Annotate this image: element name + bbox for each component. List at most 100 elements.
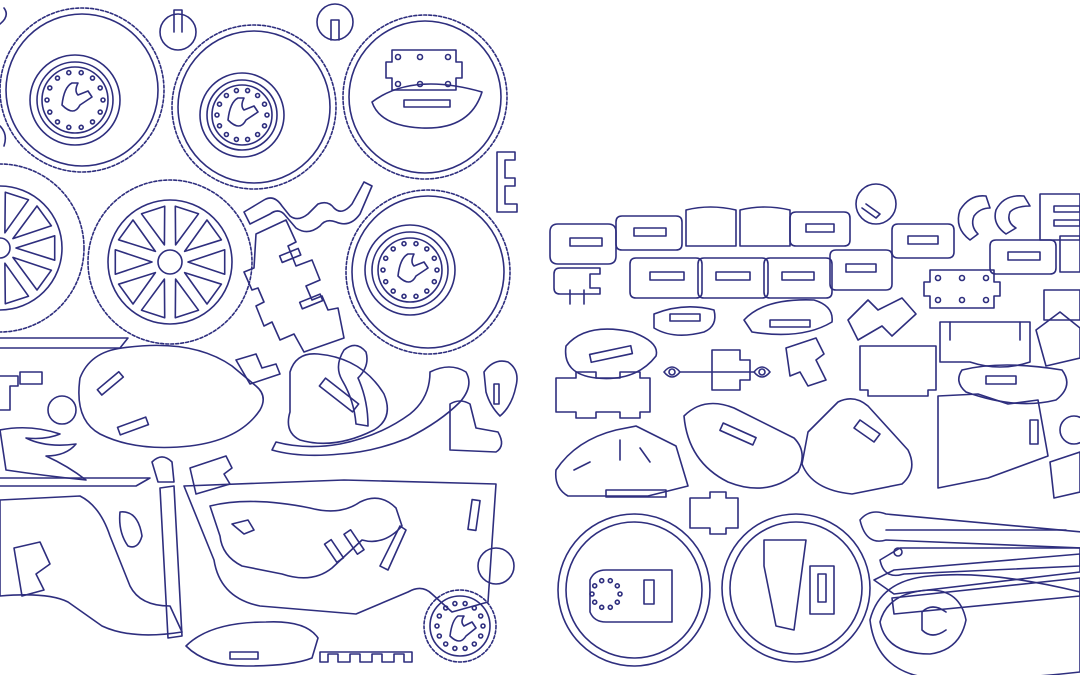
spoke-cutout [183, 219, 223, 253]
bolt-hole [452, 645, 458, 652]
gun-piece [785, 337, 827, 387]
bolt-hole [401, 293, 407, 300]
bolt-hole [382, 255, 389, 262]
bolt-hole [223, 131, 230, 138]
bolt-hole [614, 599, 621, 606]
bolt-hole [216, 123, 223, 129]
bolt-hole [254, 131, 261, 138]
blade-row [653, 297, 1080, 368]
bolt-hole [401, 240, 407, 247]
gear-small [689, 491, 739, 535]
block-piece [859, 345, 937, 397]
bolt-hole [598, 577, 605, 584]
bolt-hole [261, 101, 268, 107]
drive-belt [869, 573, 1080, 675]
small-bracket [711, 349, 751, 391]
scrap-left-1 [0, 7, 8, 25]
bolt-hole [54, 75, 61, 81]
spoke-cutout [117, 271, 157, 305]
bolt-hole [100, 97, 106, 103]
small-rail [159, 485, 183, 639]
fork-left-inner [13, 541, 51, 597]
mudguard-right [801, 398, 913, 495]
mirror-piece [483, 360, 518, 417]
bolt-hole [44, 97, 50, 103]
right-edge-bracket [1043, 289, 1080, 321]
seat-right [958, 364, 1068, 405]
bolt-hole [261, 123, 268, 129]
e-bracket [496, 151, 518, 213]
bolt-hole [462, 600, 468, 607]
spoke-cutout [12, 205, 53, 240]
bolt-hole [423, 246, 430, 252]
bolt-hole [223, 92, 230, 99]
spoke-cutout [140, 278, 166, 319]
bolt-hole [413, 240, 419, 247]
fork-left [0, 495, 183, 636]
bolt-hole [436, 633, 443, 639]
round-disc [47, 395, 77, 425]
axle-rod [663, 366, 771, 378]
bolt-hole [78, 124, 84, 131]
bolt-hole [390, 288, 397, 294]
tab-row-1 [549, 183, 1080, 265]
fuel-tank-right [564, 328, 658, 380]
spoke-cutout [187, 249, 226, 275]
bolt-hole [431, 255, 438, 262]
bolt-hole [413, 293, 419, 300]
wheel-bottom-left [557, 513, 711, 667]
bolt-hole [589, 591, 595, 597]
spoke-cutout [174, 278, 200, 319]
tab-row-2 [553, 235, 1080, 305]
cross-bracket [555, 371, 651, 419]
tyre-top-middle [171, 24, 337, 190]
bolt-hole [382, 278, 389, 285]
bolt-hole [97, 85, 103, 91]
hook-piece [151, 456, 175, 483]
frame-brace [243, 219, 345, 353]
number-plate [923, 269, 1001, 309]
bolt-hole [78, 69, 84, 76]
peg-top-2 [316, 3, 354, 41]
curved-blade [118, 511, 143, 548]
bolt-hole [434, 623, 440, 629]
bolt-hole [462, 645, 468, 652]
edge-circle [1059, 415, 1080, 445]
bolt-hole [477, 613, 484, 619]
bolt-hole [244, 87, 251, 94]
bolt-hole [607, 604, 614, 611]
bolt-hole [480, 623, 486, 629]
spoke-cutout [114, 249, 153, 275]
spoke-cutout [174, 205, 200, 246]
gear-bracket [189, 455, 233, 495]
lever-piece [235, 353, 281, 385]
spoke-cutout [15, 235, 56, 261]
bolt-hole [477, 633, 484, 639]
spoke-cutout [140, 205, 166, 246]
brake-disc-bottom [423, 589, 497, 663]
bolt-hole [244, 136, 251, 143]
bolt-hole [54, 119, 61, 125]
bolt-hole [598, 604, 605, 611]
boot-piece [449, 400, 503, 453]
main-frame [183, 479, 497, 615]
bolt-hole [607, 577, 614, 584]
spoke-cutout [12, 256, 53, 291]
cover-piece [1049, 451, 1080, 499]
left-sheet [0, 3, 518, 667]
spoke-cutout [4, 262, 30, 305]
spoke-cutout [183, 271, 223, 305]
bolt-hole [66, 124, 72, 131]
bolt-hole [442, 641, 449, 647]
bolt-hole [233, 136, 240, 143]
peg-top-1 [159, 9, 197, 51]
spoked-wheel-left [0, 163, 85, 333]
right-sheet [549, 183, 1080, 675]
fork-rods [859, 511, 1080, 615]
bolt-hole [591, 582, 598, 589]
scrap-left-2 [0, 125, 7, 147]
tyre-middle-right [345, 189, 511, 355]
comb-strip [319, 651, 413, 663]
